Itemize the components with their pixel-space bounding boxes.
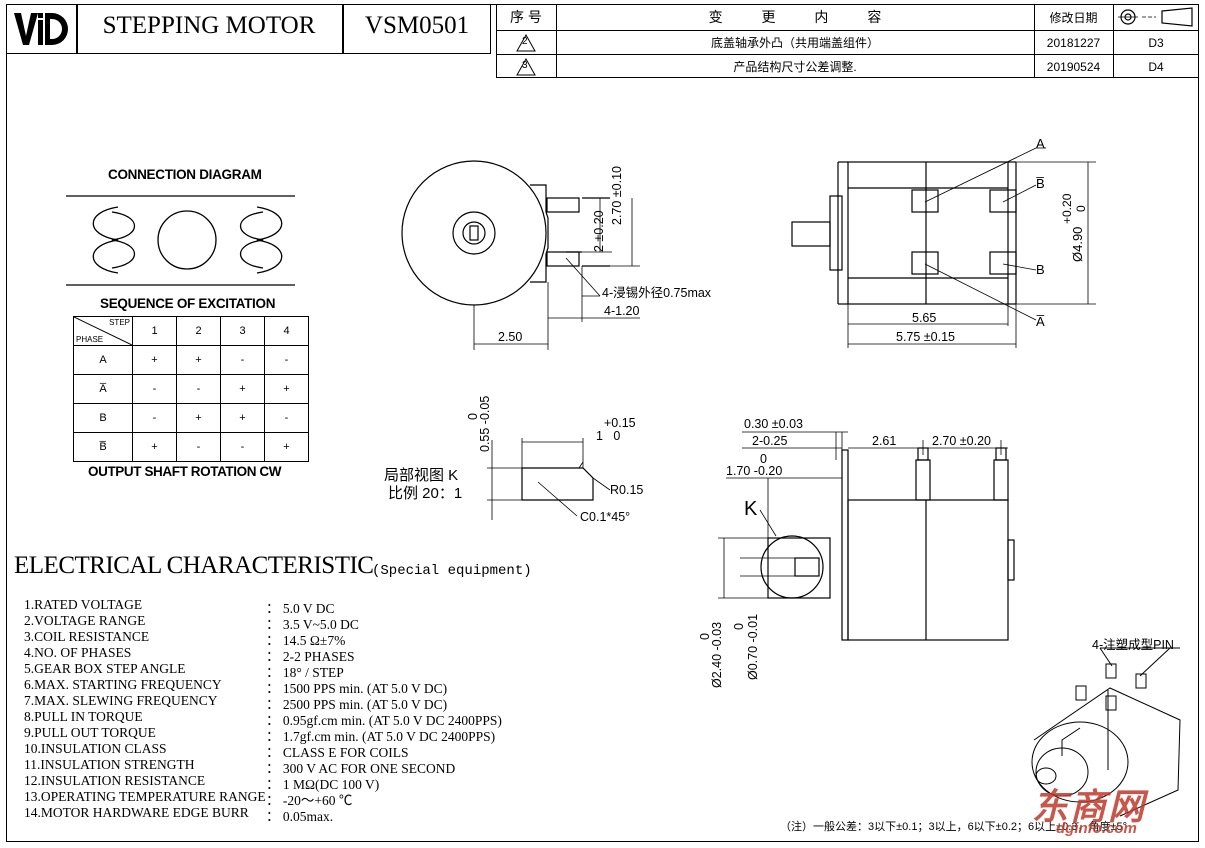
connection-diagram-title: CONNECTION DIAGRAM xyxy=(108,167,262,182)
marker-a: A xyxy=(1036,136,1045,151)
dim-side-dia-tol-top: +0.20 xyxy=(1060,193,1074,224)
rev-row-date: 20181227 xyxy=(1046,35,1101,50)
sequence-title: SEQUENCE OF EXCITATION xyxy=(100,296,276,311)
table-header-corner: STEP PHASE xyxy=(73,316,133,346)
dim-detail-chamfer: C0.1*45° xyxy=(580,510,631,524)
dim-bottom-d5: 1.70 -0.20 xyxy=(726,464,783,478)
electrical-title: ELECTRICAL CHARACTERISTIC xyxy=(14,552,374,579)
rev-row-content: 底盖轴承外凸（共用端盖组件） xyxy=(710,36,879,50)
product-name: STEPPING MOTOR xyxy=(102,12,316,39)
rev-row-rev: D4 xyxy=(1148,59,1164,74)
spec-value: ： 1500 PPS min. (AT 5.0 V DC) xyxy=(266,681,448,696)
marker-a-bar: A̅ xyxy=(1036,314,1045,329)
detail-scale: 比例 20：1 xyxy=(388,485,463,502)
rev-row-rev: D3 xyxy=(1148,35,1164,50)
dim-bottom-d4: 2.70 ±0.20 xyxy=(932,434,991,448)
watermark-logo: 东商网 xyxy=(1032,786,1147,827)
watermark-url: dginfo.com xyxy=(1056,820,1137,837)
k-view-label: K xyxy=(744,498,758,520)
dim-bottom-d2: 2-0.25 xyxy=(752,434,788,448)
spec-label: 10.INSULATION CLASS xyxy=(24,741,167,756)
dim-bottom-dia2: Ø0.70 -0.01 xyxy=(746,613,760,680)
dim-front-d3: 2.50 xyxy=(498,330,523,344)
spec-label: 14.MOTOR HARDWARE EDGE BURR xyxy=(24,805,249,820)
step-header: 4 xyxy=(264,316,309,346)
detail-title: 局部视图 K xyxy=(384,467,459,484)
spec-value: ： 2500 PPS min. (AT 5.0 V DC) xyxy=(266,697,448,712)
spec-value: ： 0.05max. xyxy=(266,809,334,824)
dim-front-note: 4-浸锡外径0.75max xyxy=(602,286,712,300)
pin-note: 4-注塑成型PIN xyxy=(1092,638,1174,652)
marker-b: B xyxy=(1036,262,1045,277)
rev-row-triangle-icon: 2 xyxy=(496,31,556,54)
spec-label: 1.RATED VOLTAGE xyxy=(24,597,143,612)
tolerance-note: （注）一般公差：3以下±0.1；3以上，6以下±0.2；6以上±0.3，角度±5… xyxy=(780,821,1128,833)
projection-symbol-icon xyxy=(1113,4,1199,30)
excitation-table: STEP PHASE 1 2 3 4 A + + - - A̅ - - + + … xyxy=(73,316,309,462)
spec-label: 3.COIL RESISTANCE xyxy=(24,629,150,644)
table-row: B̅ + - - + xyxy=(73,432,309,462)
rev-row-triangle-icon: 3 xyxy=(496,55,556,78)
spec-value: ： 5.0 V DC xyxy=(266,601,335,616)
spec-label: 5.GEAR BOX STEP ANGLE xyxy=(24,661,186,676)
step-header: 3 xyxy=(220,316,265,346)
spec-value: ： 1.7gf.cm min. (AT 5.0 V DC 2400PPS) xyxy=(266,729,496,744)
rev-header-content: 变 更 内 容 xyxy=(708,9,882,25)
spec-value: ： 18° / STEP xyxy=(266,665,344,680)
table-row: B - + + - xyxy=(73,403,309,433)
spec-value: ： 3.5 V~5.0 DC xyxy=(266,617,359,632)
dim-detail-radius: R0.15 xyxy=(610,483,644,497)
title-block xyxy=(6,4,491,54)
rev-row-content: 产品结构尺寸公差调整. xyxy=(733,60,857,74)
dim-side-d2: 5.75 ±0.15 xyxy=(896,330,955,344)
model-number: VSM0501 xyxy=(364,12,470,39)
spec-value: ： 14.5 Ω±7% xyxy=(266,633,346,648)
spec-label: 9.PULL OUT TORQUE xyxy=(24,725,156,740)
dim-bottom-dia2-tol: 0 xyxy=(732,623,746,630)
rev-row-date: 20190524 xyxy=(1046,59,1101,74)
dim-bottom-dia1: Ø2.40 -0.03 xyxy=(710,621,724,688)
dim-detail-d1: 0.55 -0.05 xyxy=(478,395,492,452)
step-header: 1 xyxy=(132,316,177,346)
dim-bottom-d1: 0.30 ±0.03 xyxy=(744,417,803,431)
rev-header-no: 序 号 xyxy=(510,9,542,25)
spec-value: ： 2-2 PHASES xyxy=(266,649,355,664)
spec-label: 12.INSULATION RESISTANCE xyxy=(24,773,206,788)
dim-bottom-d3: 2.61 xyxy=(872,434,897,448)
dim-front-d4: 4-1.20 xyxy=(604,304,640,318)
spec-label: 11.INSULATION STRENGTH xyxy=(24,757,195,772)
dim-front-d2: 2 ±0.20 xyxy=(592,210,606,252)
table-row: A̅ - - + + xyxy=(73,374,309,404)
dim-detail-d2-tol: +0.15 xyxy=(604,416,636,430)
revision-table xyxy=(496,4,1199,78)
spec-label: 6.MAX. STARTING FREQUENCY xyxy=(24,677,222,692)
marker-b-bar: B̅ xyxy=(1036,176,1045,191)
dim-front-d1: 2.70 ±0.10 xyxy=(610,166,624,225)
spec-label: 4.NO. OF PHASES xyxy=(24,645,132,660)
spec-value: ： CLASS E FOR COILS xyxy=(266,745,409,760)
rev-header-date: 修改日期 xyxy=(1049,10,1098,25)
spec-value: ： 300 V AC FOR ONE SECOND xyxy=(266,761,456,776)
spec-value: ： -20～+60 ℃ xyxy=(266,793,353,808)
dim-side-d1: 5.65 xyxy=(912,311,937,325)
dim-side-dia-tol-bot: 0 xyxy=(1074,205,1088,212)
dim-side-dia: Ø4.90 xyxy=(1070,226,1085,262)
spec-label: 13.OPERATING TEMPERATURE RANGE xyxy=(24,789,266,804)
rotation-label: OUTPUT SHAFT ROTATION CW xyxy=(88,464,282,479)
spec-value: ： 0.95gf.cm min. (AT 5.0 V DC 2400PPS) xyxy=(266,713,502,728)
spec-label: 8.PULL IN TORQUE xyxy=(24,709,143,724)
dim-detail-d2: 1 0 xyxy=(596,429,621,443)
table-row: A + + - - xyxy=(73,345,309,375)
company-logo xyxy=(12,10,68,48)
spec-label: 2.VOLTAGE RANGE xyxy=(24,613,146,628)
dim-bottom-d5-tol: 0 xyxy=(760,452,767,466)
electrical-subtitle: (Special equipment) xyxy=(372,563,532,579)
spec-label: 7.MAX. SLEWING FREQUENCY xyxy=(24,693,218,708)
spec-value: ： 1 MΩ(DC 100 V) xyxy=(266,777,380,792)
step-header: 2 xyxy=(176,316,221,346)
